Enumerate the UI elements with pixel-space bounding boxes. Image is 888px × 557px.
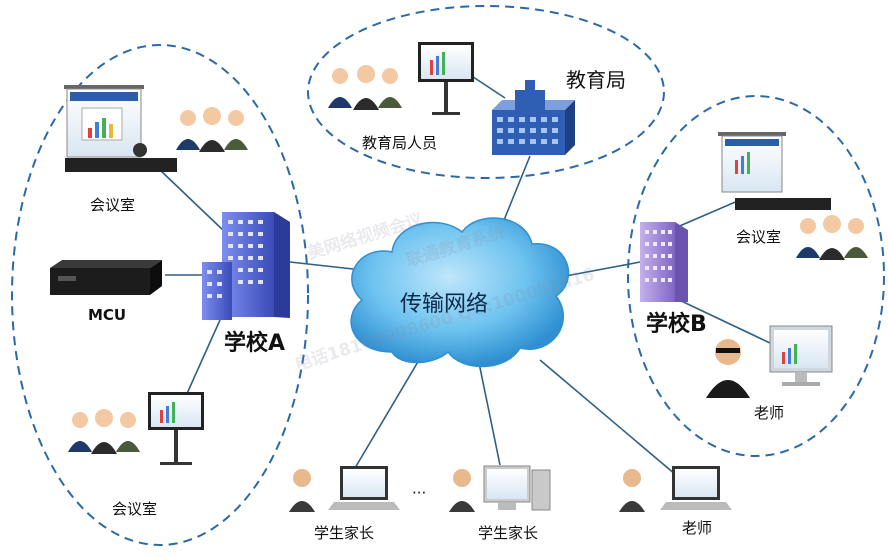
edu-bureau-label: 教育局 [566,68,626,92]
link-cloud-school-a [289,261,363,271]
link-cloud-teacher-bottom [539,359,683,481]
meeting-room-bottom-display-icon [148,392,204,465]
meeting-room-b-label: 会议室 [736,228,782,246]
edu-staff-label: 教育局人员 [362,134,438,152]
school-b-building-icon [640,222,688,302]
edu-bureau-building-icon [492,80,575,155]
school-b-meeting-people-icon [796,215,868,260]
edu-staff-people-icon [328,65,402,110]
mcu-label: MCU [88,306,127,324]
teacher-b-label: 老师 [754,404,785,422]
parent-2-desktop-icon [483,465,551,511]
link-cloud-edu [499,155,531,231]
meeting-room-bottom-people-icon [68,409,140,454]
parent-2-label: 学生家长 [478,524,539,542]
parent-1-person-icon [289,469,315,512]
link-school-a-meeting-bottom [184,319,221,399]
link-cloud-parent-1 [354,354,423,469]
edu-display-stand-icon [418,42,474,115]
meeting-room-a-top-label: 会议室 [90,196,136,214]
school-b-label: 学校B [646,312,707,337]
parent-1-laptop-icon [328,466,400,510]
link-cloud-parent-2 [477,357,501,466]
mcu-device-icon [50,260,162,295]
meeting-room-a-bottom-label: 会议室 [112,500,158,518]
school-a-label: 学校A [224,331,286,356]
school-a-region [11,44,309,546]
teacher-bottom-person-icon [619,469,645,512]
school-b-projector-icon [718,132,831,210]
link-school-a-meeting-top [159,169,226,233]
network-cloud [350,217,570,368]
school-b-monitor-icon [769,325,833,386]
school-b-region [627,95,885,457]
meeting-room-people-icon [176,107,248,152]
school-b-teacher-icon [706,339,750,398]
parent-1-label: 学生家长 [314,524,375,542]
projector-screen-icon [64,85,177,172]
parent-2-person-icon [449,469,475,512]
ellipsis-label: ··· [412,484,427,502]
link-school-b-meeting [674,199,741,229]
teacher-bottom-laptop-icon [660,466,732,510]
link-school-b-teacher [674,297,771,344]
edu-bureau-region [307,5,665,179]
school-a-building-icon [202,212,290,320]
teacher-bottom-label: 老师 [682,519,713,537]
network-label: 传输网络 [400,292,489,317]
